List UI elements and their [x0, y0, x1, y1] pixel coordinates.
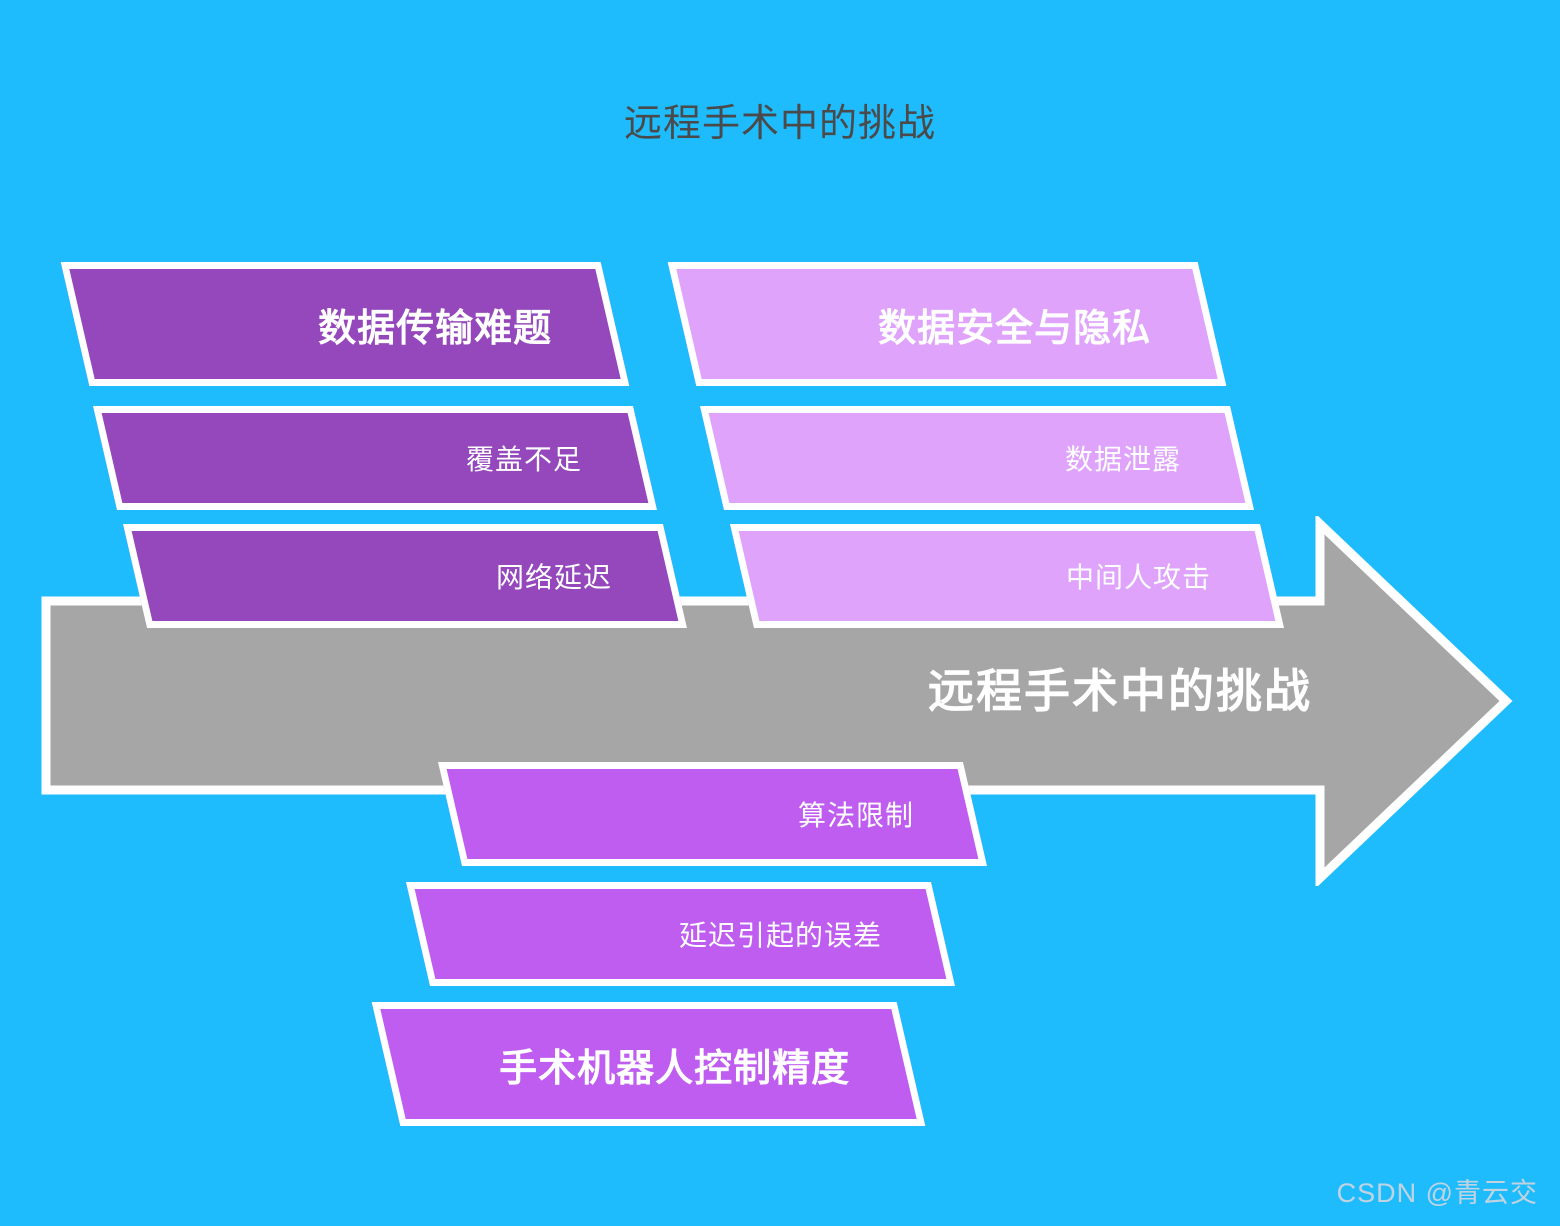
bar-label: 延迟引起的误差 — [678, 920, 882, 951]
bar-label: 数据泄露 — [1064, 444, 1181, 475]
bar-data-transmission-head[interactable]: 数据传输难题 — [60, 262, 630, 386]
bar-coverage-insufficient[interactable]: 覆盖不足 — [92, 406, 658, 510]
bar-label: 算法限制 — [797, 800, 914, 831]
bar-data-security-head[interactable]: 数据安全与隐私 — [667, 262, 1227, 386]
bar-man-in-the-middle-attack[interactable]: 中间人攻击 — [729, 524, 1285, 628]
bar-data-leak[interactable]: 数据泄露 — [699, 406, 1255, 510]
bar-latency-induced-error[interactable]: 延迟引起的误差 — [405, 882, 956, 986]
bar-algorithm-limitation[interactable]: 算法限制 — [437, 762, 988, 866]
bar-label: 数据传输难题 — [317, 307, 552, 350]
watermark: CSDN @青云交 — [1336, 1178, 1538, 1208]
bar-label: 网络延迟 — [495, 562, 612, 593]
bar-label: 中间人攻击 — [1065, 562, 1211, 593]
bar-label: 手术机器人控制精度 — [498, 1047, 850, 1090]
bar-label: 数据安全与隐私 — [877, 307, 1151, 350]
bar-robot-control-precision-head[interactable]: 手术机器人控制精度 — [371, 1002, 926, 1126]
page-title: 远程手术中的挑战 — [623, 103, 936, 145]
bar-network-latency[interactable]: 网络延迟 — [122, 524, 688, 628]
bar-label: 覆盖不足 — [465, 444, 582, 475]
